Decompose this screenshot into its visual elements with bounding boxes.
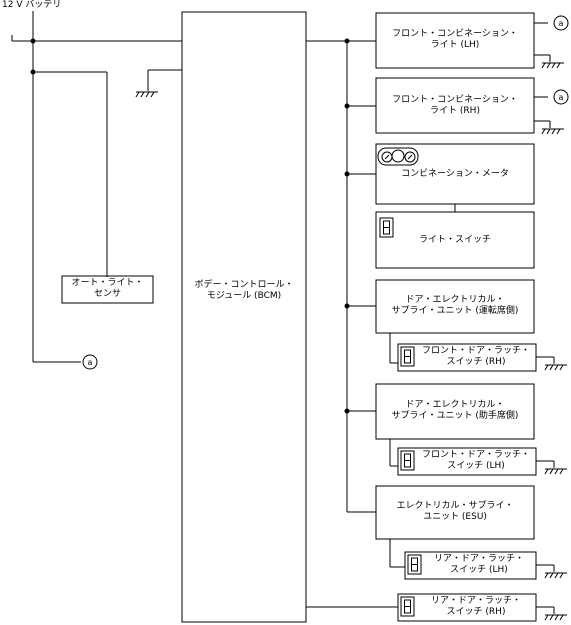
front-door-latch-switch-rh-label: フロント・ドア・ラッチ・スイッチ (RH) [421, 346, 530, 367]
door-supply-unit-passenger-box [375, 383, 535, 440]
ground-symbol [541, 62, 564, 69]
light-switch-icon [379, 217, 394, 238]
front-combination-light-rh-box [375, 77, 535, 134]
bcm-box [181, 11, 307, 623]
meter-icon [377, 147, 419, 166]
ground-symbol [544, 364, 567, 371]
ground-symbol [541, 128, 564, 135]
ground-symbol [544, 614, 567, 621]
connector-a-label: a [558, 93, 564, 102]
auto-light-sensor-label: オート・ライト・センサ [71, 278, 144, 299]
latch-switch-icon [400, 346, 415, 367]
connector-a-label: a [558, 19, 564, 28]
front-combination-light-rh-label: フロント・コンビネーション・ライト (RH) [392, 95, 518, 116]
esu-label: エレクトリカル・サプライ・ユニット (ESU) [396, 501, 514, 522]
latch-switch-icon [407, 554, 422, 575]
light-switch-label: ライト・スイッチ [418, 235, 491, 245]
connector-a-circle [553, 89, 569, 105]
ground-symbol [544, 468, 567, 475]
junction-dots [30, 38, 350, 414]
esu-box [375, 485, 535, 540]
rear-door-latch-switch-rh-label: リア・ドア・ラッチ・スイッチ (RH) [430, 596, 521, 617]
connector-a-circle [553, 15, 569, 31]
rear-door-latch-switch-lh-label: リア・ドア・ラッチ・スイッチ (LH) [433, 554, 524, 575]
combination-meter-label: コンビネーション・メータ [401, 169, 509, 179]
door-supply-unit-driver-box [375, 279, 535, 334]
bcm-label: ボデー・コントロール・モジュール (BCM) [194, 280, 294, 301]
ground-symbol [544, 572, 567, 579]
latch-switch-icon [400, 450, 415, 471]
connector-a-circle [82, 354, 98, 370]
latch-switch-icon [400, 596, 415, 617]
battery-label: 12 V バッテリ [2, 0, 62, 10]
auto-light-sensor-box [61, 275, 154, 304]
front-door-latch-switch-lh-label: フロント・ドア・ラッチ・スイッチ (LH) [421, 450, 530, 471]
front-combination-light-lh-label: フロント・コンビネーション・ライト (LH) [392, 29, 518, 50]
door-supply-unit-passenger-label: ドア・エレクトリカル・サプライ・ユニット (助手席側) [391, 400, 519, 421]
front-combination-light-lh-box [375, 12, 535, 69]
ground-symbol [135, 91, 158, 98]
connector-a-label: a [87, 358, 93, 367]
door-supply-unit-driver-label: ドア・エレクトリカル・サプライ・ユニット (運転席側) [391, 295, 519, 316]
